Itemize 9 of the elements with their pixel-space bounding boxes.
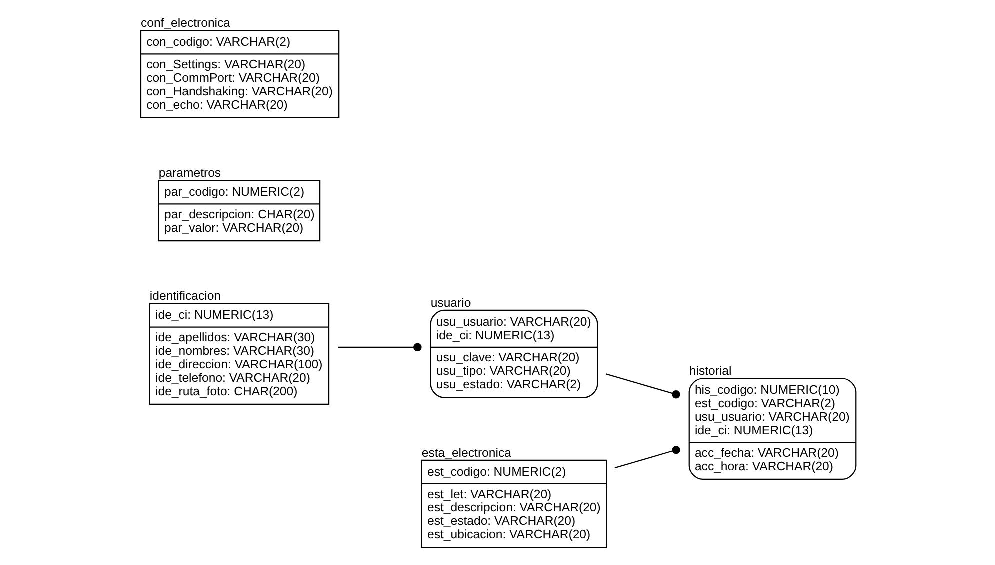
node-label: parametros bbox=[158, 166, 221, 180]
node-label: esta_electronica bbox=[421, 446, 511, 460]
connector bbox=[614, 446, 680, 469]
node-label: historial bbox=[688, 364, 732, 378]
node-label: identificacion bbox=[149, 289, 221, 304]
connector bbox=[338, 343, 422, 352]
node-label: conf_electronica bbox=[140, 16, 230, 30]
node-label: usuario bbox=[430, 296, 471, 310]
connector bbox=[606, 374, 680, 399]
